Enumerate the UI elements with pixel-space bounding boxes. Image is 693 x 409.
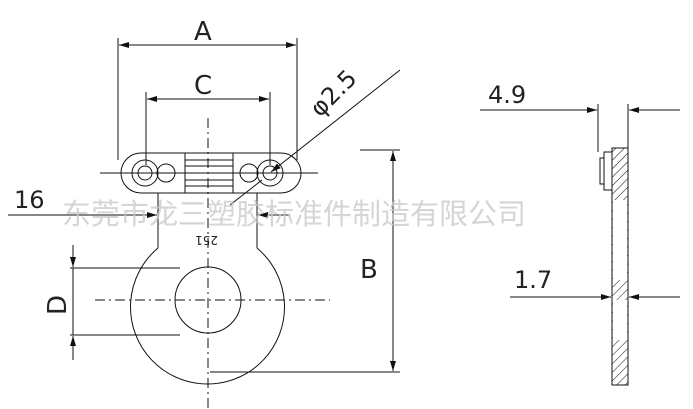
part-mark: 251 xyxy=(195,233,218,247)
dimension-c xyxy=(145,92,271,165)
label-16: 16 xyxy=(14,186,45,214)
dimension-d xyxy=(70,245,180,360)
top-strip xyxy=(100,152,318,194)
side-view xyxy=(480,104,680,386)
label-1-7: 1.7 xyxy=(514,266,552,294)
dimension-b xyxy=(210,149,400,373)
label-d: D xyxy=(43,295,73,315)
label-b: B xyxy=(360,255,378,285)
label-c: C xyxy=(194,71,212,101)
diameter-leader xyxy=(229,69,401,206)
label-4-9: 4.9 xyxy=(488,81,526,109)
label-diameter: φ2.5 xyxy=(304,64,362,122)
watermark: 东莞市龙三塑胶标准件制造有限公司 xyxy=(62,197,526,231)
label-a: A xyxy=(194,17,212,47)
ring-body xyxy=(95,118,330,409)
dimension-a xyxy=(117,38,298,160)
